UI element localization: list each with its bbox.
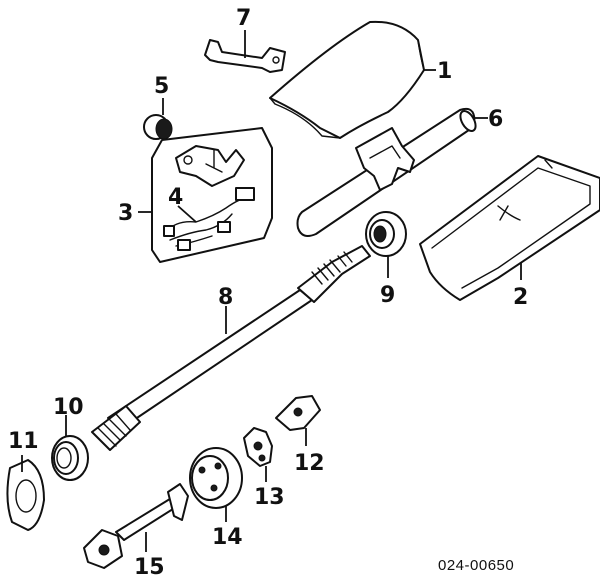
part-11-flange (6, 459, 45, 531)
callout-12: 12 (294, 451, 325, 476)
part-12-ujoint-clip (275, 395, 321, 431)
callout-6: 6 (488, 107, 503, 132)
callout-3: 3 (118, 201, 133, 226)
part-6-column-jacket (296, 107, 477, 237)
callout-15: 15 (134, 555, 165, 579)
part-14-coupling-disc (189, 447, 243, 509)
part-2-lower-cover (419, 155, 600, 301)
callout-8: 8 (218, 285, 233, 310)
callout-7: 7 (236, 6, 251, 31)
diagram-code: 024-00650 (438, 557, 514, 574)
leader-4 (177, 205, 197, 223)
callout-2: 2 (513, 285, 528, 310)
part-3-switch-assembly (151, 127, 273, 263)
callout-5: 5 (154, 74, 169, 99)
part-1-upper-cover (269, 20, 425, 139)
callout-10: 10 (53, 395, 84, 420)
part-8-steering-shaft (91, 245, 371, 451)
callout-4: 4 (168, 185, 183, 210)
callout-13: 13 (254, 485, 285, 510)
part-15-lower-shaft (83, 483, 189, 569)
part-10-bearing (51, 435, 89, 481)
part-9-grommet (365, 211, 407, 257)
callout-9: 9 (380, 283, 395, 308)
callout-1: 1 (437, 59, 452, 84)
callout-14: 14 (212, 525, 243, 550)
callout-11: 11 (8, 429, 39, 454)
part-5-bushing (143, 114, 173, 140)
part-13-coupling (243, 427, 273, 467)
